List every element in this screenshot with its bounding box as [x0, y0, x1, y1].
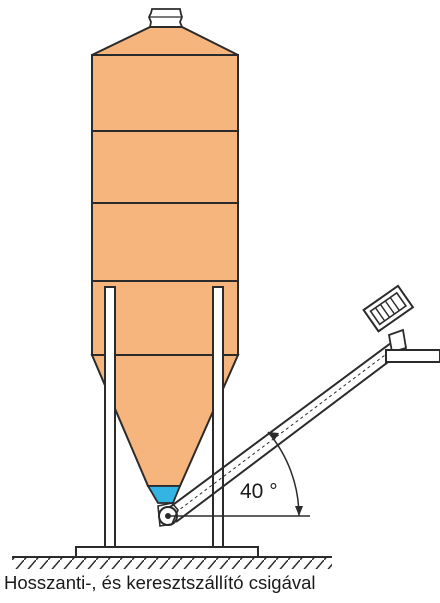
- foundation-slab: [75, 546, 259, 558]
- conveyor-motor: [362, 284, 415, 333]
- figure-caption: Hosszanti-, és keresztszállító csigával: [4, 572, 316, 593]
- silo-filling-cap: [148, 8, 184, 28]
- angle-dimension: [168, 431, 310, 517]
- ground: [12, 556, 332, 569]
- screw-conveyor: [157, 339, 401, 527]
- conveyor-outlet-spout: [385, 328, 440, 363]
- angle-label: 40 °: [240, 480, 278, 503]
- silo-roof: [91, 26, 239, 56]
- support-legs: [104, 286, 224, 548]
- discharge-outlet: [146, 485, 182, 504]
